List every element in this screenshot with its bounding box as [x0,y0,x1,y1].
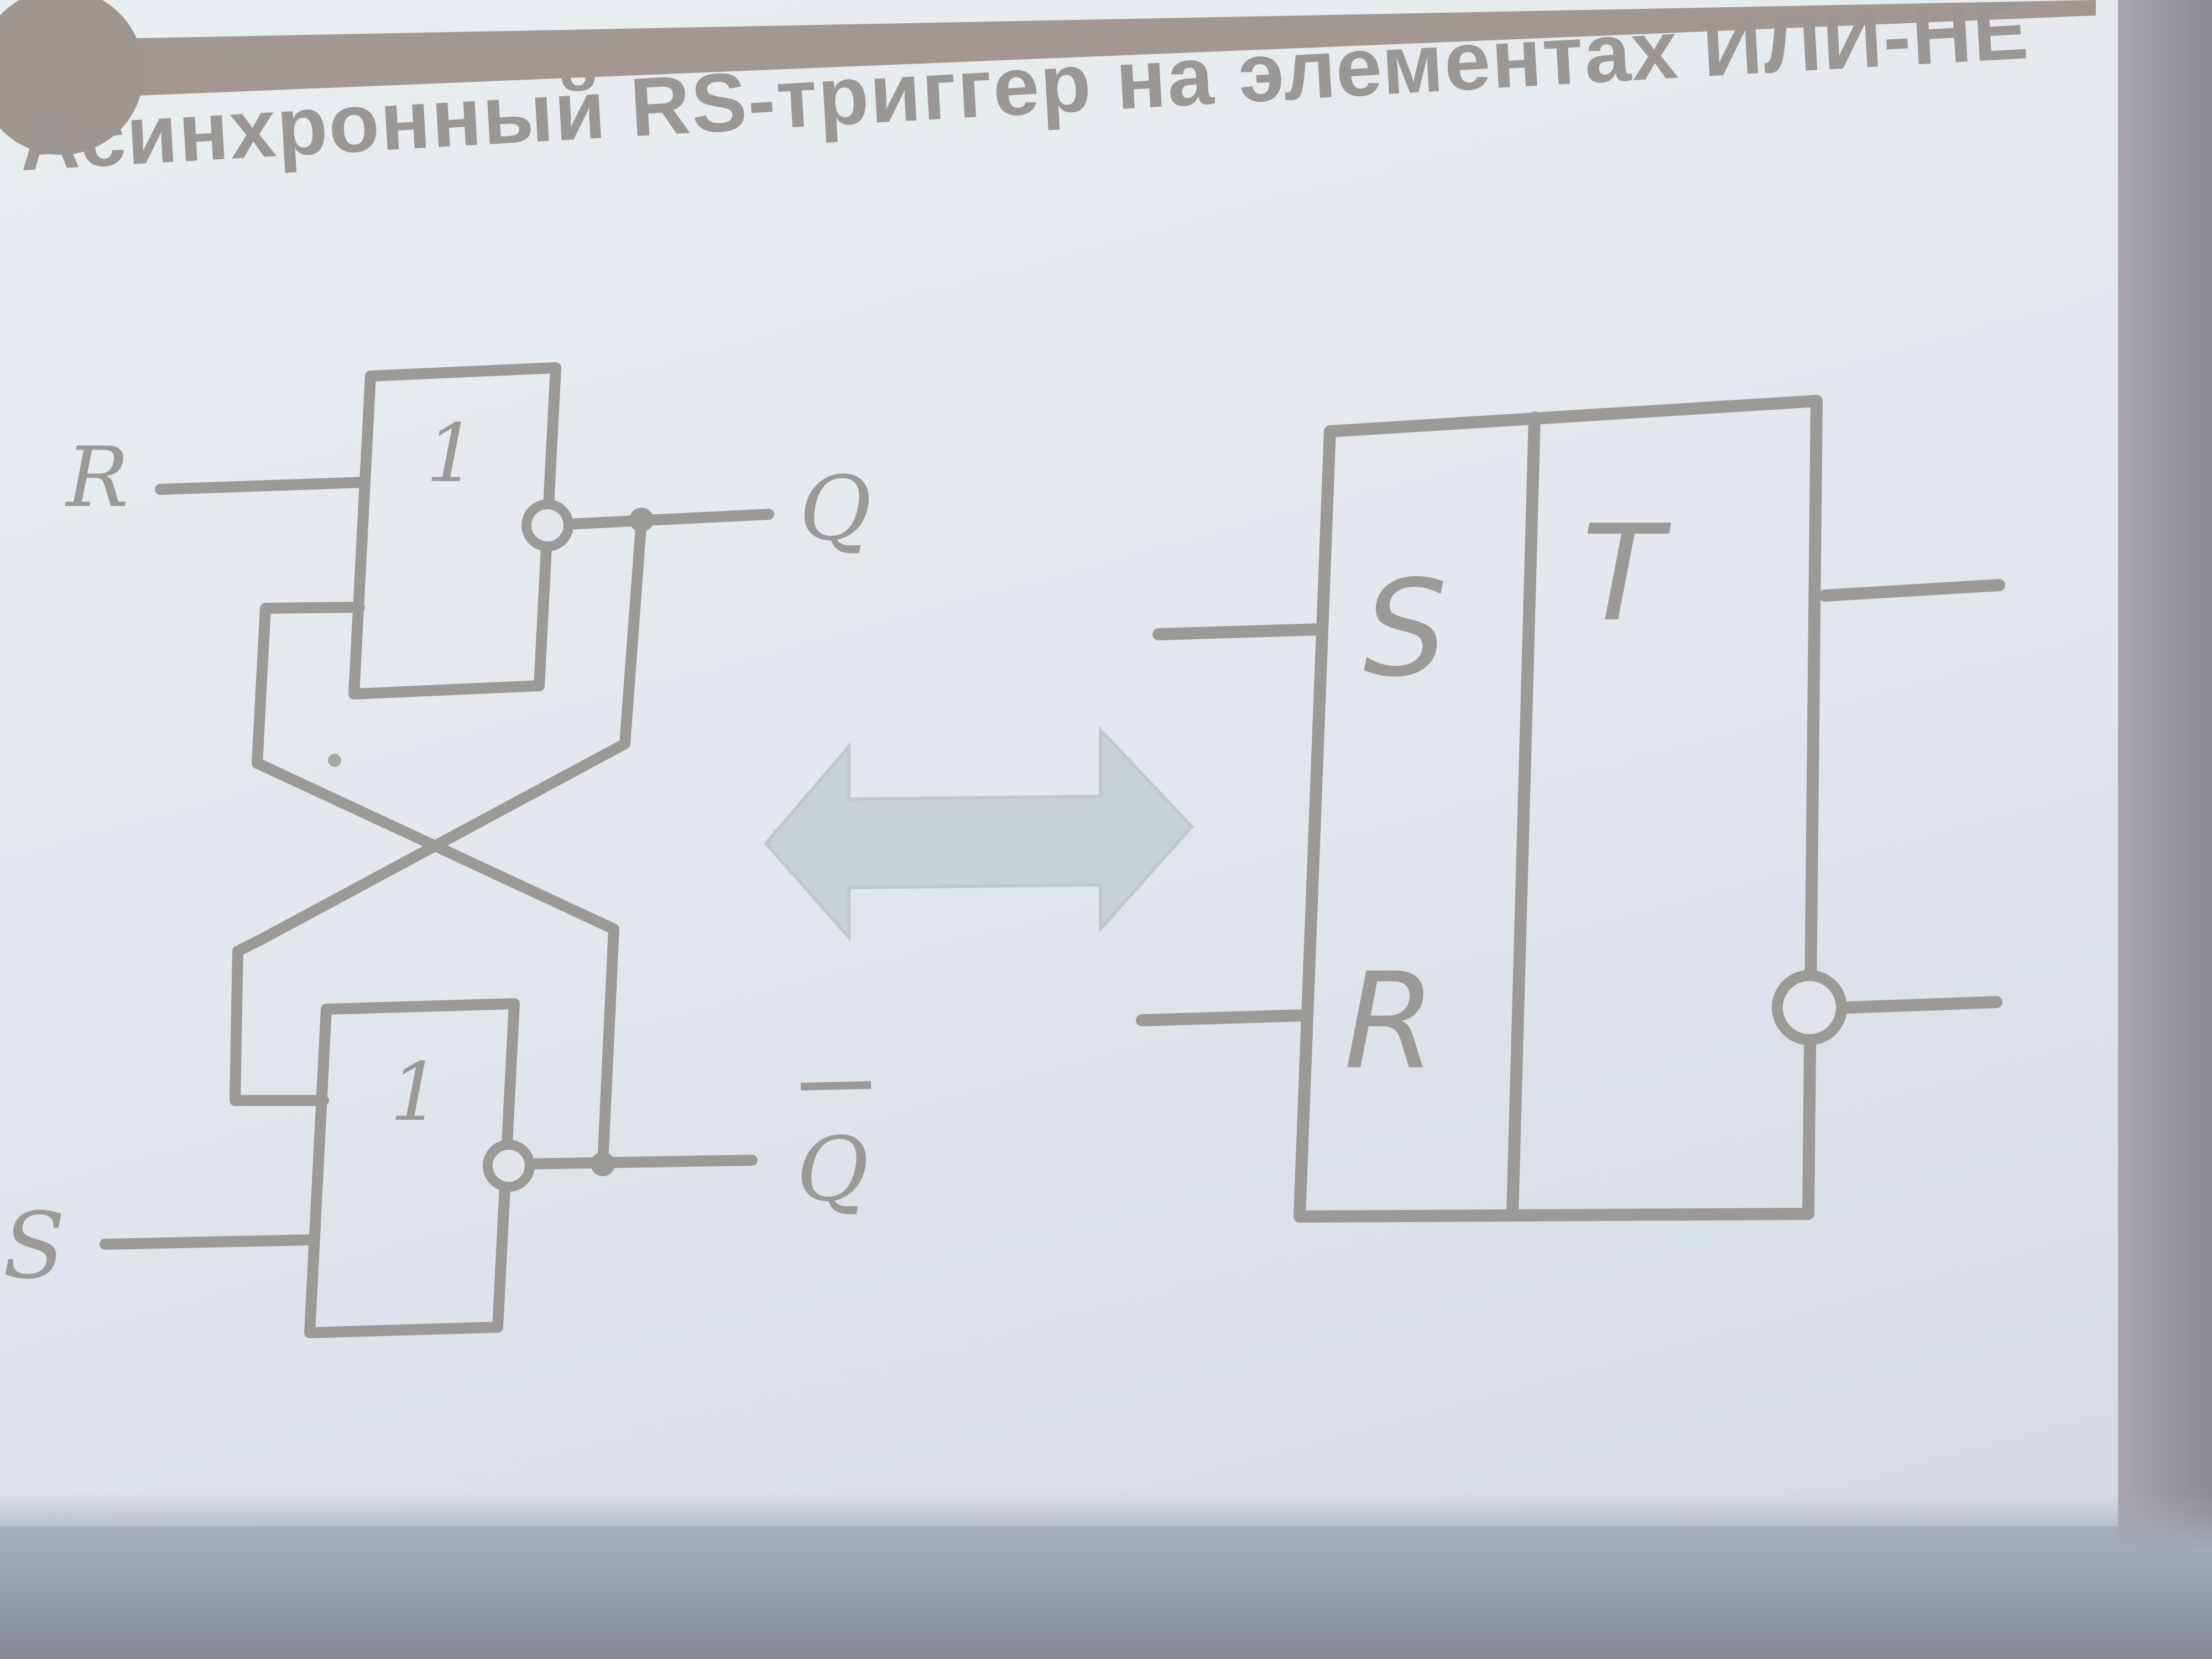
label-q-bar: Q [796,1118,869,1221]
header-bar [111,0,2096,97]
wire-block-q-bar-output [1841,996,2002,1014]
header-circle [0,0,144,155]
wire-block-s-input [1152,623,1328,640]
junction-q-bar [591,1152,615,1176]
wire-block-q-output [1819,579,2005,602]
inverter-bubble-top [521,499,573,551]
speck [328,754,341,767]
screen-frame-bottom [0,1493,2212,1659]
block-label-t: T [1582,496,1672,651]
equivalence-arrow [764,726,1194,942]
block-label-s: S [1363,551,1447,706]
junction-q [629,508,654,532]
wire-feedback-q-bar [252,602,619,1170]
gate-top [348,362,561,700]
wire-s-input [100,1234,318,1250]
gate-bottom-symbol: 1 [390,1046,441,1139]
label-r: R [65,430,129,526]
gate-bottom [304,998,520,1338]
wire-q-bar-output [517,1155,758,1170]
wire-feedback-q [229,514,647,1106]
block-inverter-bubble [1772,970,1847,1045]
wire-q-output [561,509,774,530]
label-q: Q [799,457,872,560]
block-label-r: R [1344,944,1436,1099]
wire-r-input [155,477,371,495]
trigger-block-divider [1506,411,1541,1220]
wire-block-r-input [1136,1009,1311,1026]
trigger-block [1293,395,1823,1223]
slide [0,0,2118,1526]
q-bar-overline [800,1081,872,1091]
gate-top-symbol: 1 [426,407,477,500]
screen-frame-right [2118,0,2212,1659]
label-s: S [3,1193,65,1299]
inverter-bubble-bottom [483,1140,535,1192]
